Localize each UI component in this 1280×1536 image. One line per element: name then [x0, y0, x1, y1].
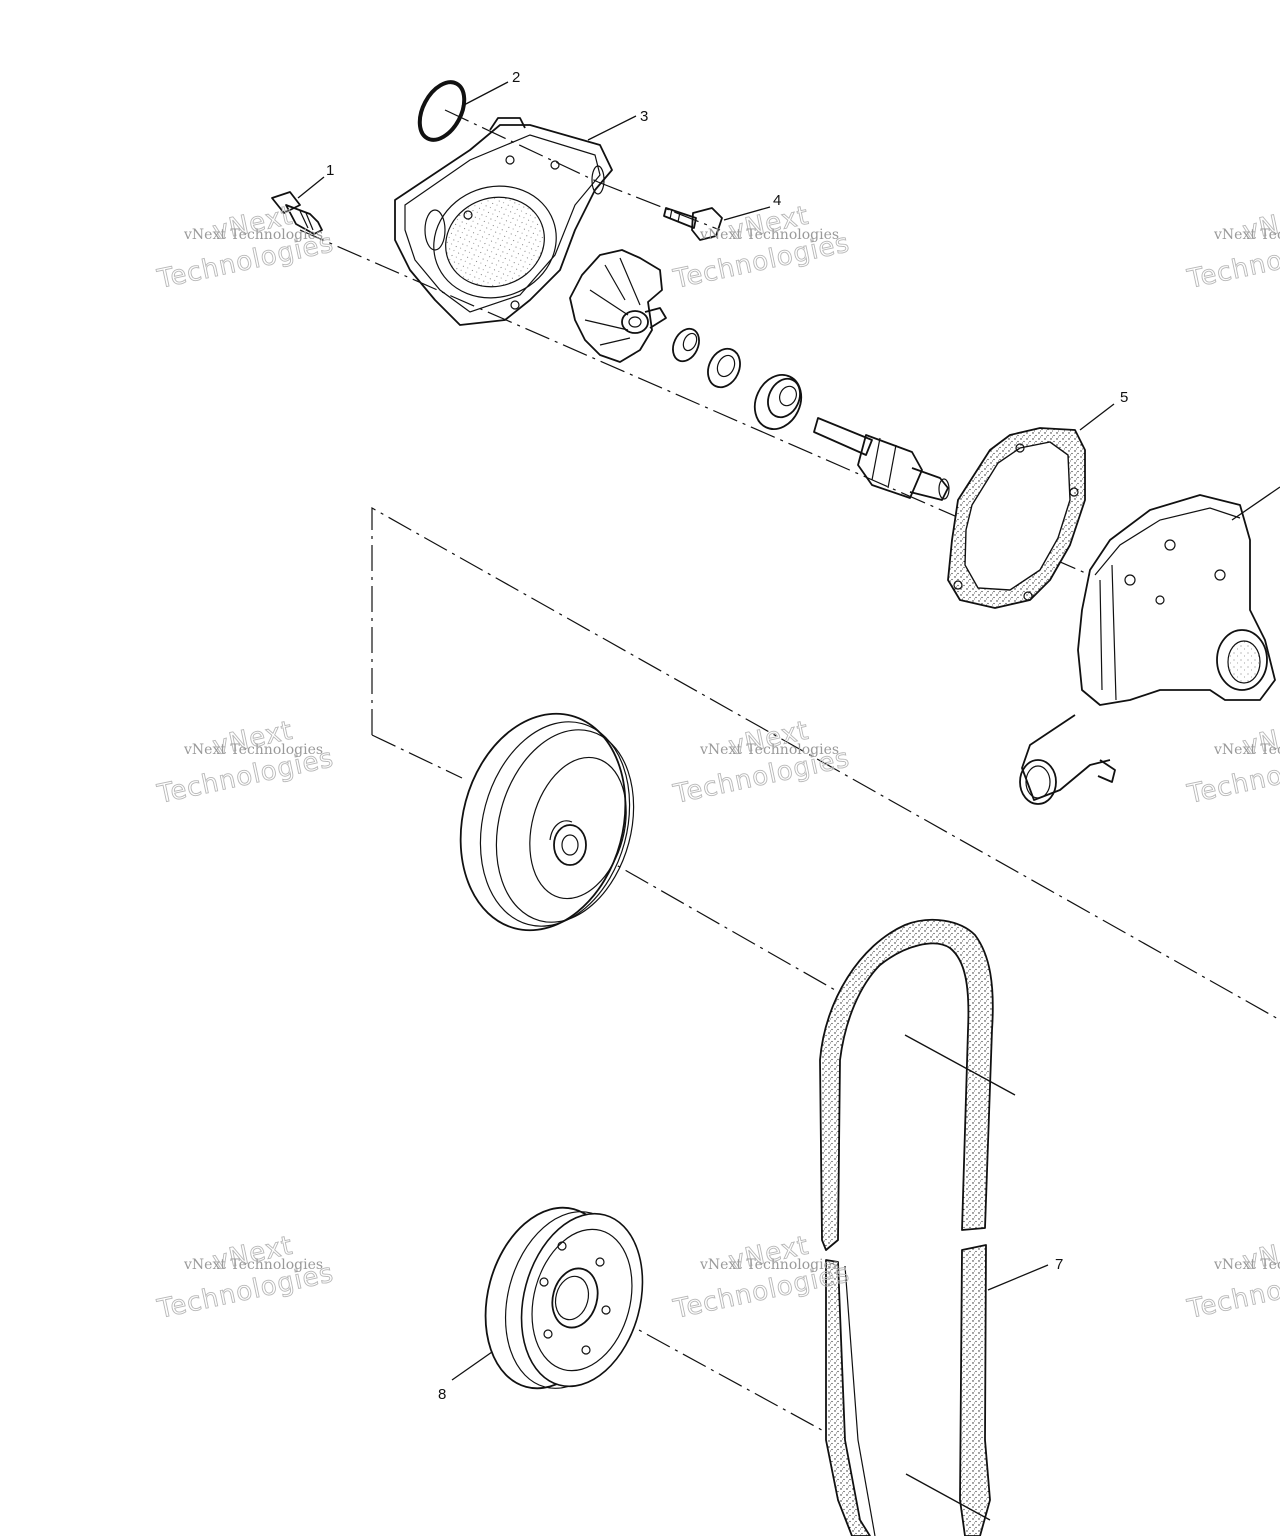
watermark-text: vNext Technologies — [1213, 742, 1280, 758]
pump-cover-part-3 — [394, 117, 613, 326]
callout-1: 1 — [326, 162, 334, 179]
seal-medium — [707, 347, 741, 389]
impeller — [569, 249, 667, 363]
pump-housing — [1019, 494, 1276, 805]
bolt-part-4 — [663, 207, 723, 241]
watermark-text: vNext Technologies — [699, 742, 839, 758]
watermark-block-4: vNext Technologies vNext Technologies — [154, 715, 337, 810]
watermark-block-7: vNext Technologies vNext Technologies — [154, 1230, 337, 1325]
v-belt-part-7 — [819, 918, 994, 1536]
watermark-block-1: vNext Technologies vNext Technologies — [154, 200, 337, 295]
watermark-block-9: vNext Technologies vNext Technologies — [1184, 1230, 1280, 1325]
watermark-text: vNext Technologies — [183, 1257, 323, 1273]
callout-labels: 1 2 3 4 5 7 8 — [326, 69, 1128, 1403]
callout-7: 7 — [1055, 1256, 1063, 1273]
leader-lines — [297, 81, 1280, 1521]
pump-shaft-bearing — [813, 417, 950, 501]
watermark-block-3: vNext Technologies vNext Technologies — [1184, 200, 1280, 295]
seal-large — [753, 374, 803, 430]
watermark-text: vNext Technologies — [699, 227, 839, 243]
callout-8: 8 — [438, 1386, 446, 1403]
watermark-block-2: vNext Technologies vNext Technologies — [670, 200, 853, 295]
watermark-text: vNext Technologies — [1213, 1257, 1280, 1273]
callout-2: 2 — [512, 69, 520, 86]
callout-3: 3 — [640, 108, 648, 125]
callout-5: 5 — [1120, 389, 1128, 406]
crank-pulley-part-8 — [484, 1206, 644, 1390]
watermark-block-6: vNext Technologies vNext Technologies — [1184, 715, 1280, 810]
bolt-part-1 — [271, 191, 323, 235]
watermark-text: vNext Technologies — [183, 227, 323, 243]
watermark-text: vNext Technologies — [1213, 227, 1280, 243]
o-ring-part-2 — [417, 80, 467, 142]
watermark-block-5: vNext Technologies vNext Technologies — [670, 715, 853, 810]
seal-small — [672, 327, 700, 363]
pump-pulley — [459, 712, 635, 932]
gasket-part-5 — [947, 427, 1086, 609]
callout-4: 4 — [773, 192, 781, 209]
watermark-text: vNext Technologies — [183, 742, 323, 758]
watermark-text: vNext Technologies — [699, 1257, 839, 1273]
